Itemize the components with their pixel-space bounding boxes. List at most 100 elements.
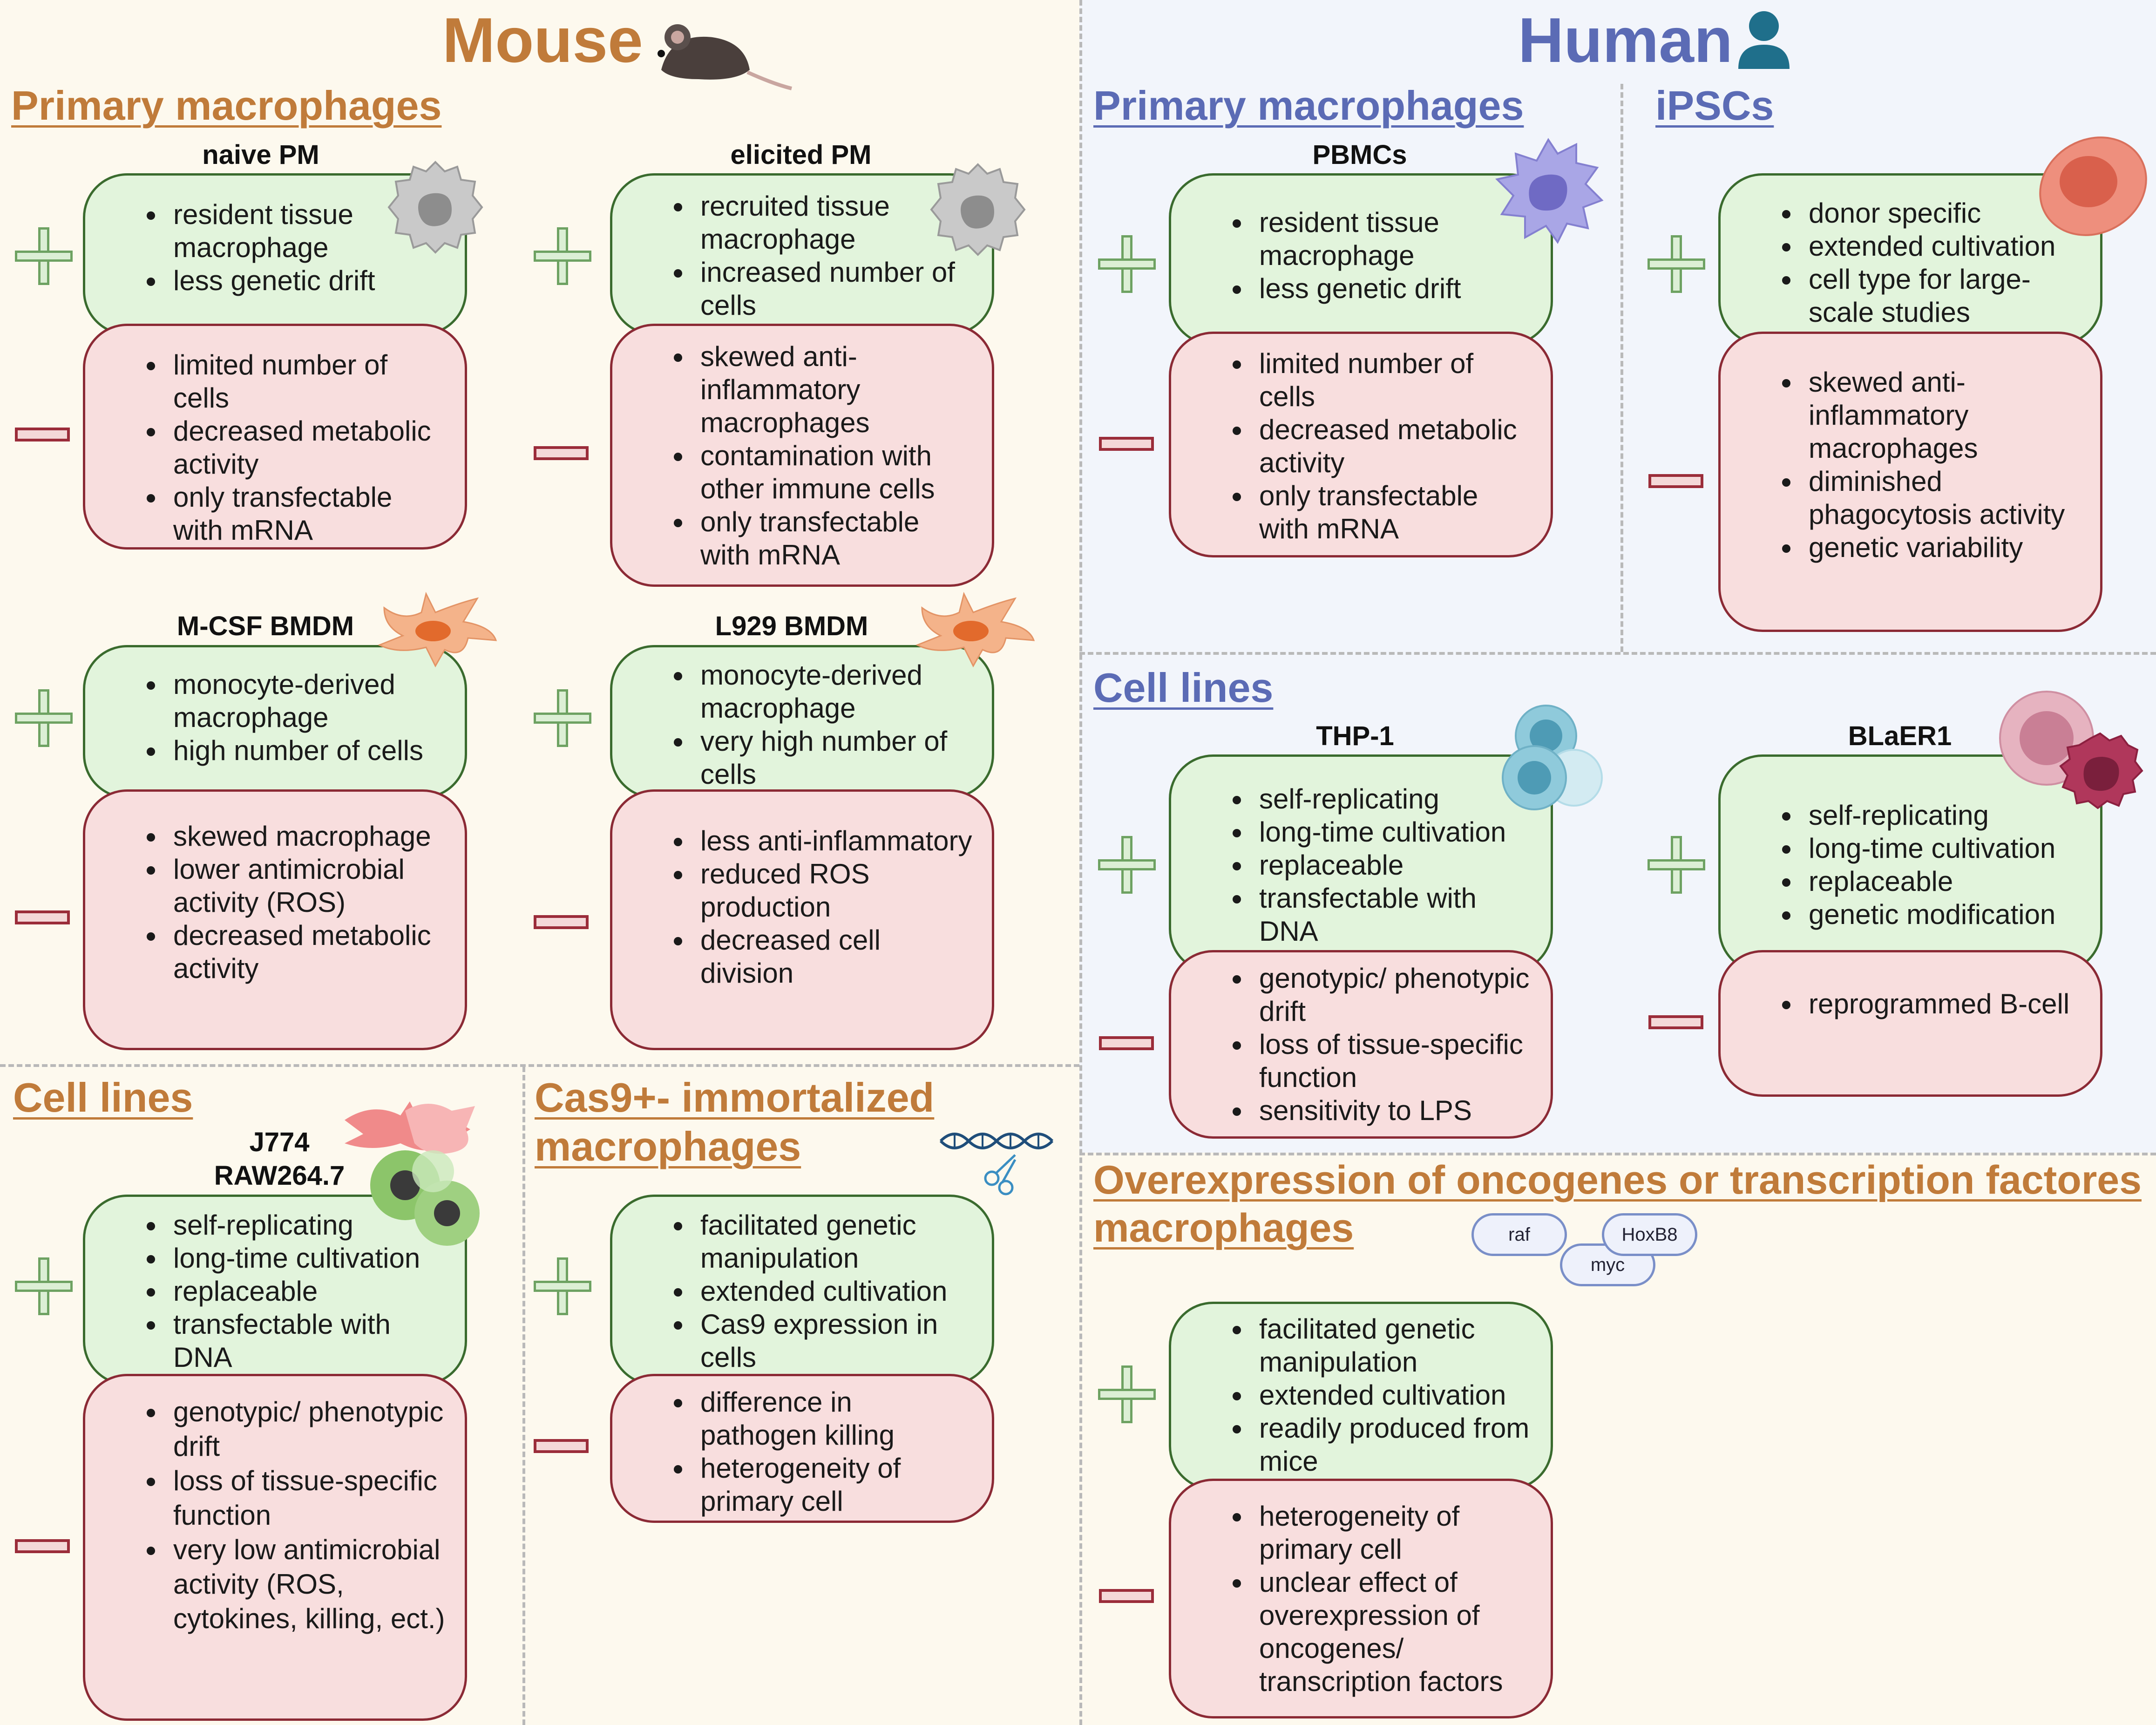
list-item: very high number of cells	[694, 725, 973, 791]
list-item: long-time cultivation	[167, 1242, 446, 1275]
j774-pros: self-replicatinglong-time cultivationrep…	[83, 1195, 467, 1385]
overexp-cons: heterogeneity of primary cellunclear eff…	[1169, 1479, 1553, 1718]
mouse-cell-lines-title: Cell lines	[13, 1074, 193, 1121]
plus-icon	[1098, 235, 1156, 293]
hoxb8-tag: HoxB8	[1602, 1213, 1697, 1256]
list-item: monocyte-derived macrophage	[694, 659, 973, 725]
minus-icon	[15, 428, 70, 441]
plus-icon	[1098, 1365, 1156, 1423]
list-item: decreased metabolic activity	[167, 414, 446, 481]
minus-icon	[1648, 474, 1703, 488]
list-item: less genetic drift	[167, 264, 446, 297]
list-item: only transfectable with mRNA	[1253, 479, 1532, 545]
naive-pm-label: naive PM	[202, 140, 319, 170]
list-item: transfectable with DNA	[167, 1308, 446, 1374]
list-item: skewed anti-inflammatory macrophages	[694, 340, 973, 439]
list-item: donor specific	[1802, 197, 2081, 230]
plus-icon	[1098, 836, 1156, 894]
list-item: less anti-inflammatory	[694, 824, 973, 857]
overexp-title-2: macrophages	[1093, 1206, 1354, 1250]
mcsf-bmdm-pros: monocyte-derived macrophagehigh number o…	[83, 645, 467, 799]
b-cell-icon	[1998, 689, 2147, 831]
mcsf-bmdm-label: M-CSF BMDM	[176, 611, 354, 641]
naive-pm-cons: limited number of cellsdecreased metabol…	[83, 324, 467, 550]
list-item: resident tissue macrophage	[167, 198, 446, 264]
list-item: sensitivity to LPS	[1253, 1094, 1532, 1127]
list-item: decreased metabolic activity	[167, 919, 446, 985]
ipscs-pros: donor specificextended cultivationcell t…	[1718, 173, 2102, 346]
list-item: only transfectable with mRNA	[694, 505, 973, 571]
list-item: facilitated genetic manipulation	[1253, 1312, 1532, 1379]
list-item: limited number of cells	[1253, 347, 1532, 413]
l929-bmdm-label: L929 BMDM	[715, 611, 868, 641]
list-item: recruited tissue macrophage	[694, 190, 973, 256]
minus-icon	[1099, 1589, 1154, 1603]
cas9-pros: facilitated genetic manipulationextended…	[610, 1195, 994, 1385]
mouse-primary-title: Primary macrophages	[11, 82, 442, 129]
list-item: genetic modification	[1802, 898, 2081, 931]
human-top-divider	[1620, 84, 1623, 652]
list-item: decreased metabolic activity	[1253, 413, 1532, 479]
list-item: self-replicating	[1802, 799, 2081, 832]
list-item: self-replicating	[167, 1209, 446, 1242]
list-item: unclear effect of overexpression of onco…	[1253, 1566, 1532, 1698]
overexp-title-1: Overexpression of oncogenes or transcrip…	[1093, 1158, 2142, 1202]
j774-label: J774	[249, 1127, 310, 1157]
minus-icon	[1099, 437, 1154, 451]
list-item: genetic variability	[1802, 531, 2081, 564]
l929-bmdm-pros: monocyte-derived macrophagevery high num…	[610, 645, 994, 799]
monocyte-cell-icon	[1495, 703, 1607, 817]
list-item: readily produced from mice	[1253, 1412, 1532, 1478]
elicited-pm-cons: skewed anti-inflammatory macrophagescont…	[610, 324, 994, 587]
list-item: skewed macrophage	[167, 820, 446, 853]
list-item: long-time cultivation	[1253, 815, 1532, 849]
blaer1-pros: self-replicatinglong-time cultivationrep…	[1718, 754, 2102, 973]
overexp-pros: facilitated genetic manipulationextended…	[1169, 1302, 1553, 1490]
list-item: self-replicating	[1253, 782, 1532, 815]
blaer1-label: BLaER1	[1848, 721, 1952, 751]
list-item: facilitated genetic manipulation	[694, 1209, 973, 1275]
stem-cell-icon	[2035, 133, 2151, 242]
list-item: genotypic/ phenotypic drift	[167, 1395, 446, 1464]
macrophage-icon	[929, 161, 1027, 261]
list-item: lower antimicrobial activity (ROS)	[167, 853, 446, 919]
human-cell-lines-title: Cell lines	[1093, 665, 1274, 711]
plus-icon	[534, 227, 591, 285]
elicited-pm-label: elicited PM	[730, 140, 872, 170]
mouse-lower-divider	[522, 1066, 525, 1725]
list-item: cell type for large-scale studies	[1802, 263, 2081, 329]
human-title: Human	[1518, 5, 1733, 75]
plus-icon	[534, 1257, 591, 1315]
list-item: high number of cells	[167, 734, 446, 767]
list-item: difference in pathogen killing	[694, 1385, 973, 1452]
list-item: monocyte-derived macrophage	[167, 668, 446, 734]
plus-icon	[15, 1257, 73, 1315]
j774-cons: genotypic/ phenotypic driftloss of tissu…	[83, 1374, 467, 1721]
list-item: contamination with other immune cells	[694, 439, 973, 505]
list-item: increased number of cells	[694, 256, 973, 322]
plus-icon	[1648, 235, 1705, 293]
cas9-title-2: macrophages	[535, 1123, 801, 1169]
cell-line-icon	[335, 1092, 484, 1271]
dna-scissors-icon	[936, 1122, 1062, 1204]
list-item: loss of tissue-specific function	[1253, 1028, 1532, 1094]
list-item: extended cultivation	[1253, 1379, 1532, 1412]
minus-icon	[15, 1539, 70, 1553]
monocyte-icon	[908, 589, 1038, 671]
list-item: only transfectable with mRNA	[167, 481, 446, 547]
pbmcs-cons: limited number of cellsdecreased metabol…	[1169, 332, 1553, 557]
minus-icon	[15, 910, 70, 924]
minus-icon	[534, 915, 589, 929]
plus-icon	[1648, 836, 1705, 894]
list-item: replaceable	[167, 1275, 446, 1308]
macrophage-icon	[386, 158, 484, 258]
mouse-title: Mouse	[442, 5, 643, 75]
minus-icon	[534, 446, 589, 460]
human-divider	[1079, 652, 2156, 655]
list-item: resident tissue macrophage	[1253, 206, 1532, 272]
thp1-cons: genotypic/ phenotypic driftloss of tissu…	[1169, 950, 1553, 1139]
minus-icon	[1648, 1015, 1703, 1029]
plus-icon	[15, 227, 73, 285]
thp1-label: THP-1	[1316, 721, 1394, 751]
human-primary-title: Primary macrophages	[1093, 82, 1524, 129]
